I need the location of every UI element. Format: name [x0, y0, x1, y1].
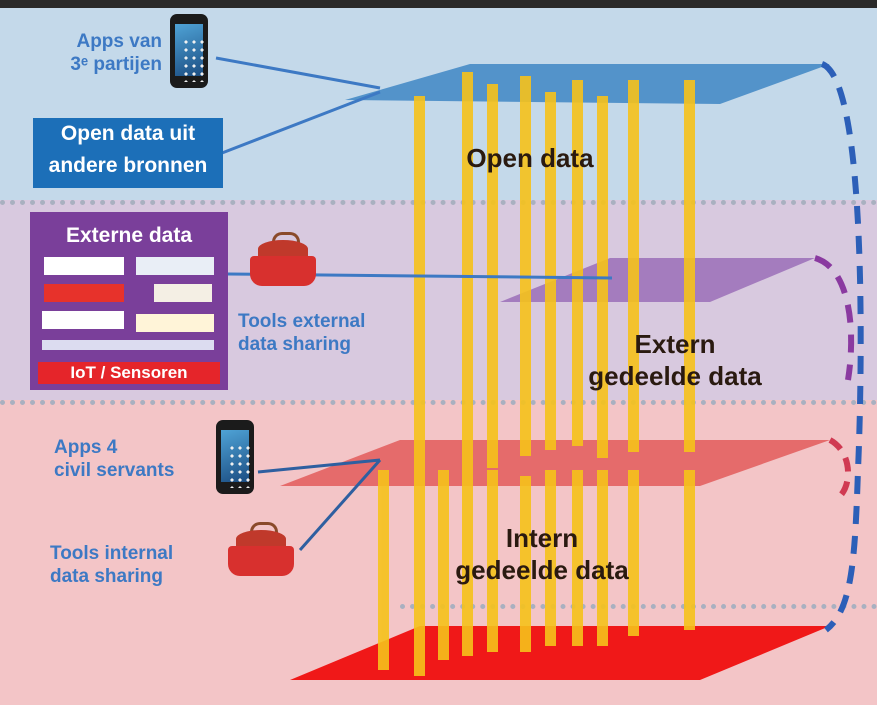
open-data-sources-box: Open data uit andere bronnen — [33, 118, 223, 188]
band-divider-2 — [0, 400, 877, 405]
toolbox-icon — [228, 522, 294, 580]
pillar-17 — [572, 470, 583, 646]
pillar-5 — [545, 92, 556, 450]
pillar-15 — [520, 476, 531, 652]
partner-logo-5 — [42, 311, 124, 329]
partner-logo-4 — [154, 284, 212, 302]
pillar-10 — [378, 470, 389, 670]
smartphone-icon — [216, 420, 254, 494]
smartphone-icon — [170, 14, 208, 88]
pillar-18 — [597, 470, 608, 646]
pillar-12 — [438, 470, 449, 660]
extern-gedeelde-data-label: Extern gedeelde data — [588, 329, 762, 391]
intern-gedeelde-data-label: Intern gedeelde data — [455, 523, 629, 585]
pillar-20 — [684, 470, 695, 630]
partner-logo-7 — [42, 340, 214, 350]
partner-logo-2 — [136, 257, 214, 275]
band-divider-1 — [0, 200, 877, 205]
tools-internal-label: Tools internal data sharing — [50, 543, 174, 587]
connector-open-data-sources — [221, 90, 381, 155]
partner-logo-3 — [44, 284, 124, 302]
partner-logo-6 — [136, 314, 214, 332]
intern-data-plane-bottom — [290, 626, 830, 680]
partner-logo-1 — [44, 257, 124, 275]
connector-apps-civil — [257, 458, 381, 474]
apps-civil-servants-label: Apps 4 civil servants — [54, 437, 175, 481]
pillar-8 — [628, 80, 639, 452]
intern-data-feedback-arc — [828, 437, 852, 499]
pillar-16 — [545, 470, 556, 646]
tools-external-label: Tools external data sharing — [238, 311, 366, 355]
externe-data-title: Externe data — [65, 224, 193, 247]
top-strip — [0, 0, 877, 8]
pillar-4 — [520, 76, 531, 456]
externe-data-box: Externe data IoT / Sensoren — [30, 212, 228, 390]
pillar-6 — [572, 80, 583, 446]
pillar-19 — [628, 470, 639, 636]
connector-apps-third-party — [215, 56, 381, 90]
toolbox-icon — [250, 232, 316, 290]
pillar-11 — [414, 480, 425, 676]
pillar-13 — [462, 476, 473, 656]
pillar-9 — [684, 80, 695, 452]
pillar-1 — [414, 96, 425, 486]
connector-tools-internal — [298, 459, 382, 551]
open-data-label: Open data — [466, 143, 594, 173]
apps-third-party-label: Apps van 3ᵉ partijen — [70, 31, 162, 75]
iot-sensors-badge: IoT / Sensoren — [38, 362, 220, 384]
pillar-14 — [487, 470, 498, 652]
open-data-feedback-arc — [820, 61, 864, 633]
extern-data-feedback-arc — [813, 255, 855, 381]
